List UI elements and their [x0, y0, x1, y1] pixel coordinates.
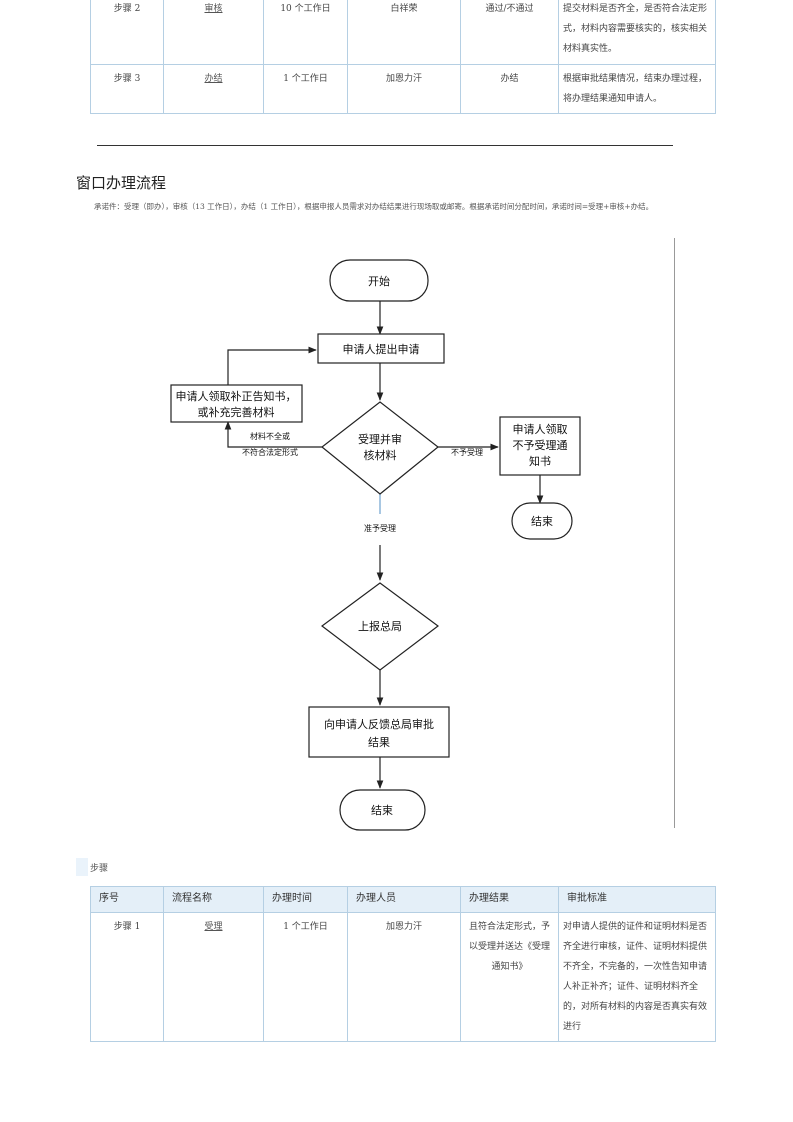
table-header-row: 序号 流程名称 办理时间 办理人员 办理结果 审批标准 — [90, 886, 716, 913]
process-name-link[interactable]: 受理 — [204, 922, 223, 932]
feedback-node — [308, 706, 450, 758]
row-result: 且符合法定形式，予以受理并送达《受理通知书》 — [460, 912, 559, 1042]
arrow-supplement-to-submit — [227, 346, 317, 385]
row-person: 加恩力汗 — [347, 912, 461, 1042]
supplement-node-label-2: 或补充完善材料 — [198, 405, 275, 419]
review-node-label-2: 核材料 — [364, 448, 397, 462]
section-divider — [97, 145, 673, 146]
reject-node-label-3: 知书 — [529, 454, 551, 468]
row-standard: 提交材料是否齐全，是否符合法定形式，材料内容需要核实的，核实相关材料真实性。 — [558, 0, 716, 65]
row-standard: 根据审批结果情况，结束办理过程，将办理结果通知申请人。 — [558, 64, 716, 114]
review-node-label-1: 受理并审 — [358, 432, 402, 446]
start-node-label: 开始 — [368, 274, 390, 288]
arrow-review-to-supplement — [224, 421, 322, 448]
bottom-steps-table: 序号 流程名称 办理时间 办理人员 办理结果 审批标准 步骤 1 受理 1 个工… — [90, 886, 716, 1042]
header-result: 办理结果 — [460, 886, 559, 913]
row-time: 1 个工作日 — [263, 912, 348, 1042]
table-row: 步骤 1 受理 1 个工作日 加恩力汗 且符合法定形式，予以受理并送达《受理通知… — [90, 912, 716, 1042]
header-seq: 序号 — [90, 886, 164, 913]
table-row: 步骤 2 审核 10 个工作日 白祥荣 通过/不通过 提交材料是否齐全，是否符合… — [90, 0, 716, 65]
report-node — [320, 582, 440, 671]
process-name-link[interactable]: 办结 — [204, 74, 223, 84]
note-accept: 准予受理 — [364, 523, 396, 533]
supplement-node — [170, 384, 303, 423]
row-time: 10 个工作日 — [263, 0, 348, 65]
end-node-label: 结束 — [371, 804, 393, 817]
start-node — [329, 259, 429, 302]
flowchart-border-line — [674, 238, 675, 828]
note-incomplete-1: 材料不全或 — [250, 431, 290, 441]
header-person: 办理人员 — [347, 886, 461, 913]
top-steps-table: 步骤 2 审核 10 个工作日 白祥荣 通过/不通过 提交材料是否齐全，是否符合… — [90, 0, 716, 114]
row-person: 加恩力汗 — [347, 64, 461, 114]
reject-node-label-1: 申请人领取 — [513, 423, 568, 436]
end-node — [339, 789, 426, 831]
note-incomplete-2: 不符合法定形式 — [242, 447, 298, 457]
process-name-link[interactable]: 审核 — [204, 4, 223, 14]
header-name: 流程名称 — [163, 886, 264, 913]
feedback-node-label-1: 向申请人反馈总局审批 — [324, 717, 434, 731]
reject-notice-node — [499, 416, 581, 476]
note-reject: 不予受理 — [451, 447, 483, 457]
row-seq: 步骤 1 — [90, 912, 164, 1042]
header-time: 办理时间 — [263, 886, 348, 913]
end-reject-node — [511, 502, 573, 540]
steps-label: 步骤 — [76, 858, 109, 876]
row-time: 1 个工作日 — [263, 64, 348, 114]
section-title: 窗口办理流程 — [76, 174, 167, 192]
submit-node-label: 申请人提出申请 — [343, 342, 420, 356]
row-seq: 步骤 3 — [90, 64, 164, 114]
section-intro: 承诺件：受理（即办），审核（13 工作日），办结（1 工作日），根据申报人员需求… — [94, 202, 654, 211]
submit-node — [317, 333, 445, 364]
report-node-label: 上报总局 — [358, 619, 402, 633]
review-decision-node — [321, 401, 439, 495]
supplement-node-label-1: 申请人领取补正告知书， — [176, 389, 297, 403]
end-reject-label: 结束 — [531, 515, 553, 528]
feedback-node-label-2: 结果 — [368, 736, 390, 749]
reject-node-label-2: 不予受理通 — [513, 439, 568, 452]
table-row: 步骤 3 办结 1 个工作日 加恩力汗 办结 根据审批结果情况，结束办理过程，将… — [90, 64, 716, 114]
header-standard: 审批标准 — [558, 886, 716, 913]
row-seq: 步骤 2 — [90, 0, 164, 65]
row-standard: 对申请人提供的证件和证明材料是否齐全进行审核，证件、证明材料提供不齐全，不完备的… — [558, 912, 716, 1042]
